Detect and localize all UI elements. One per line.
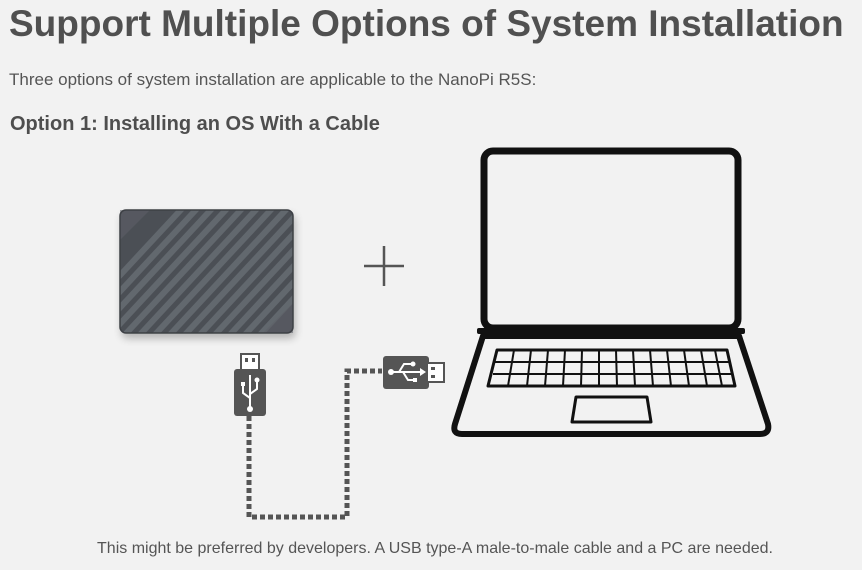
plus-icon bbox=[364, 246, 404, 286]
nanopi-device bbox=[60, 200, 385, 340]
caption-text: This might be preferred by developers. A… bbox=[0, 538, 862, 560]
usb-connector-icon bbox=[234, 354, 266, 416]
usb-connector-icon bbox=[383, 356, 444, 389]
dotted-cable bbox=[249, 371, 382, 517]
laptop-icon bbox=[454, 151, 768, 434]
